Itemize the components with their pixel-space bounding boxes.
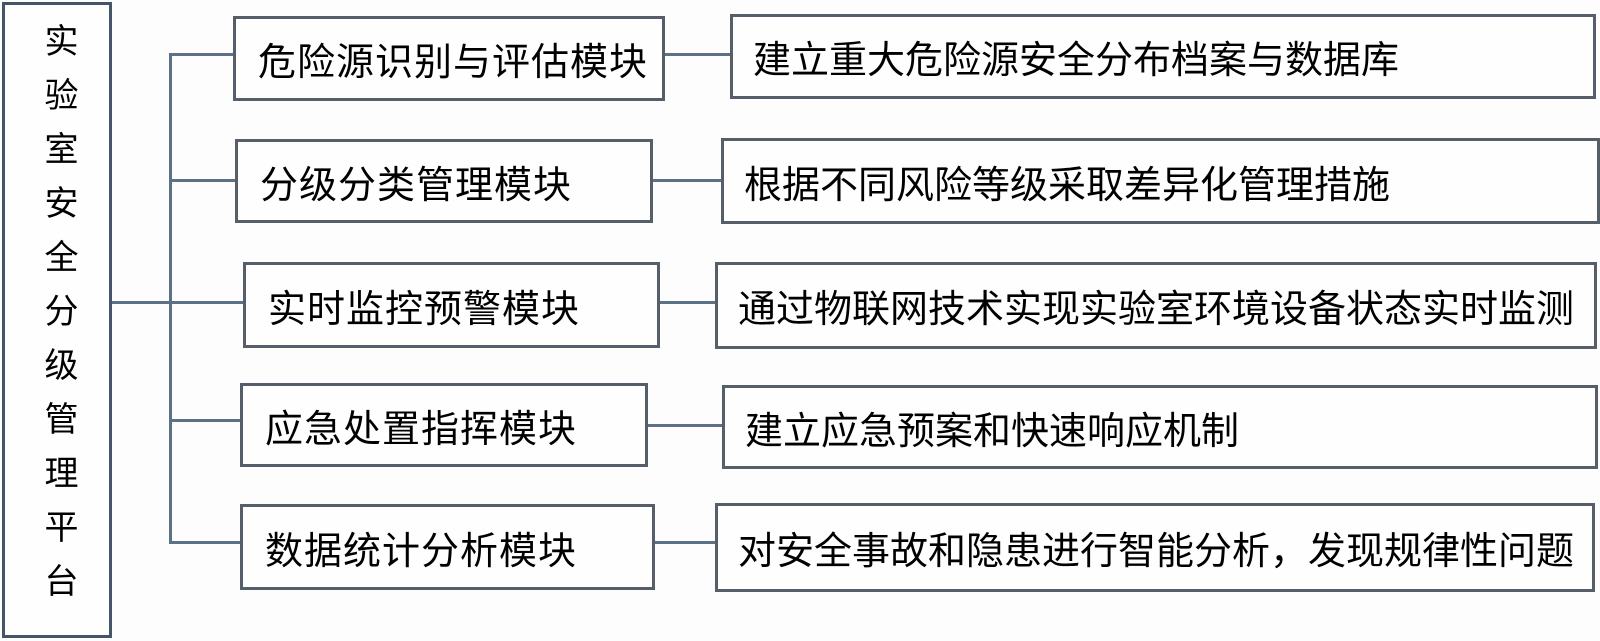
description-box-hazard-identification: 建立重大危险源安全分布档案与数据库 — [730, 14, 1596, 99]
module-label: 分级分类管理模块 — [260, 164, 573, 207]
connector-module-desc-1 — [665, 53, 730, 56]
description-label: 根据不同风险等级采取差异化管理措施 — [744, 164, 1391, 207]
connector-branch-4 — [169, 419, 240, 422]
description-label: 建立重大危险源安全分布档案与数据库 — [753, 40, 1400, 82]
connector-trunk — [169, 53, 172, 544]
description-box-realtime-monitoring: 通过物联网技术实现实验室环境设备状态实时监测 — [715, 262, 1597, 349]
connector-module-desc-3 — [660, 301, 715, 304]
connector-module-desc-4 — [648, 424, 722, 427]
connector-platform-main — [112, 301, 243, 304]
connector-branch-1 — [169, 53, 233, 56]
module-label: 危险源识别与评估模块 — [258, 42, 649, 84]
description-label: 通过物联网技术实现实验室环境设备状态实时监测 — [738, 289, 1575, 331]
module-label: 应急处置指挥模块 — [265, 408, 578, 451]
module-box-emergency-response: 应急处置指挥模块 — [240, 383, 648, 467]
connector-branch-2 — [169, 179, 235, 182]
module-box-hazard-identification: 危险源识别与评估模块 — [233, 16, 665, 101]
module-box-data-statistics: 数据统计分析模块 — [240, 504, 655, 590]
connector-module-desc-5 — [655, 541, 715, 544]
module-label: 数据统计分析模块 — [265, 530, 578, 573]
module-box-classification-management: 分级分类管理模块 — [235, 139, 653, 223]
platform-box: 实验室安全分级管理平台 — [2, 2, 112, 638]
module-label: 实时监控预警模块 — [268, 288, 581, 331]
description-box-emergency-response: 建立应急预案和快速响应机制 — [722, 385, 1598, 469]
description-label: 建立应急预案和快速响应机制 — [745, 410, 1240, 453]
module-box-realtime-monitoring: 实时监控预警模块 — [243, 262, 660, 348]
description-box-classification-management: 根据不同风险等级采取差异化管理措施 — [721, 138, 1600, 224]
connector-branch-5 — [169, 541, 240, 544]
platform-label: 实验室安全分级管理平台 — [39, 23, 76, 617]
description-box-data-statistics: 对安全事故和隐患进行智能分析，发现规律性问题 — [715, 503, 1595, 592]
description-label: 对安全事故和隐患进行智能分析，发现规律性问题 — [738, 531, 1575, 573]
connector-module-desc-2 — [653, 179, 721, 182]
